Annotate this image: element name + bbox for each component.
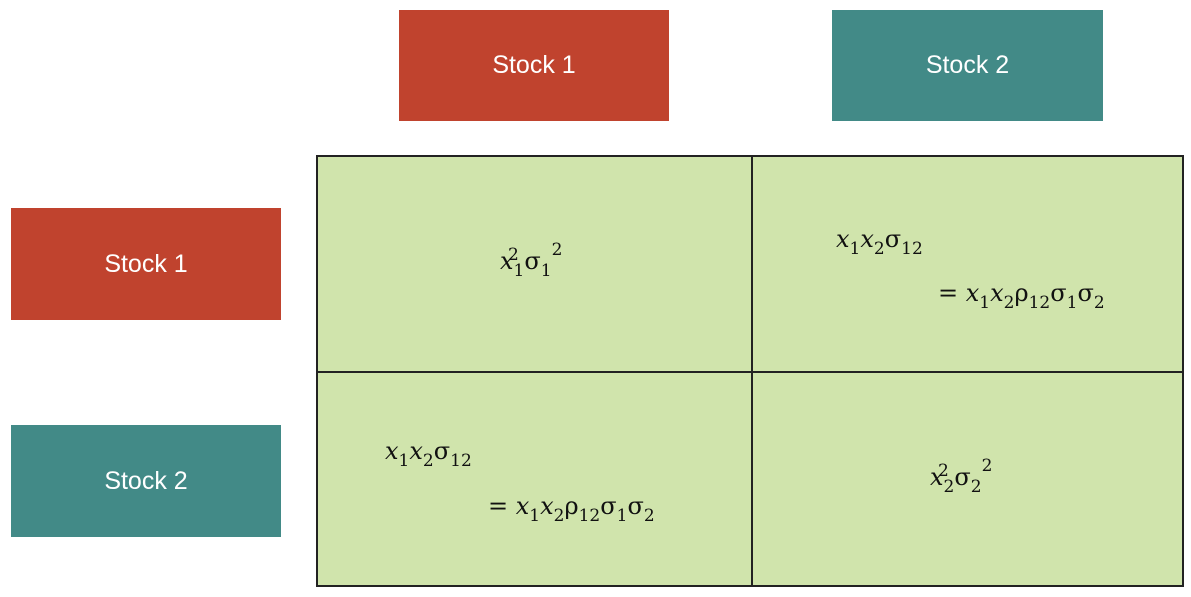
row-header-label: Stock 1 <box>104 249 188 278</box>
cell-r1c2-formula-bottom: = x1x2ρ12σ1σ2 <box>938 279 1105 313</box>
row-header-stock-2: Stock 2 <box>11 425 281 537</box>
column-header-stock-1: Stock 1 <box>399 10 669 121</box>
column-header-label: Stock 1 <box>492 51 576 79</box>
grid-horizontal-divider <box>318 371 1182 373</box>
row-header-stock-1: Stock 1 <box>11 208 281 320</box>
column-header-stock-2: Stock 2 <box>832 10 1103 121</box>
cell-r2c1-formula-top: x1x2σ12 <box>385 437 472 471</box>
column-header-label: Stock 2 <box>925 51 1010 79</box>
row-header-label: Stock 2 <box>104 466 188 495</box>
cell-r2c1-formula-bottom: = x1x2ρ12σ1σ2 <box>488 492 655 526</box>
cell-r1c2-formula-top: x1x2σ12 <box>836 225 923 259</box>
